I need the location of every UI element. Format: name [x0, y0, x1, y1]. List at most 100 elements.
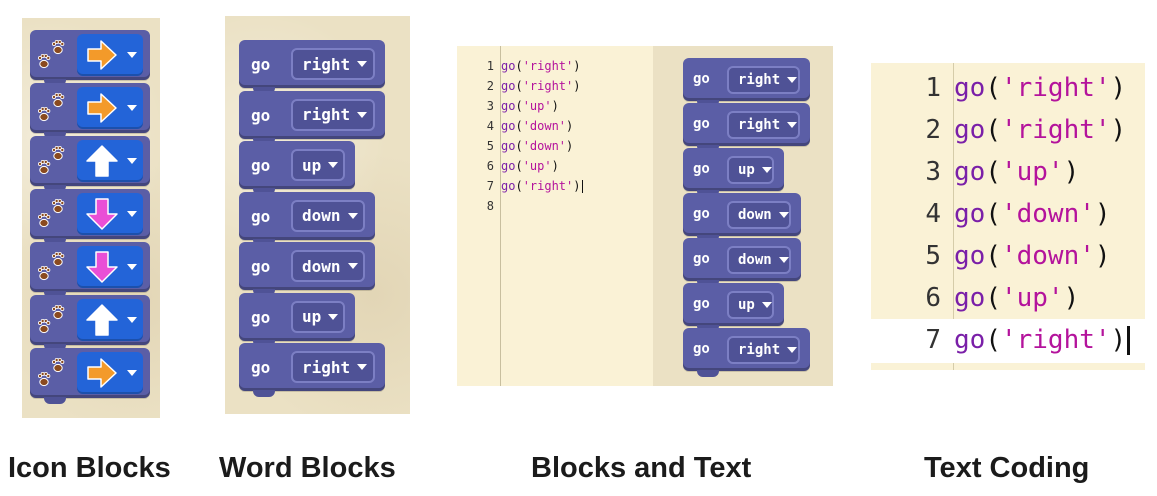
code-line[interactable]: go('down') [501, 119, 573, 133]
string-argument: 'down' [1000, 199, 1095, 229]
function-name: go [954, 325, 986, 355]
direction-dropdown[interactable]: down [291, 199, 365, 232]
caption-word-blocks: Word Blocks [219, 452, 396, 484]
open-paren: ( [515, 159, 523, 173]
code-line[interactable]: go('right') [501, 59, 581, 73]
direction-dropdown[interactable]: right [291, 98, 375, 131]
direction-dropdown[interactable] [77, 299, 143, 341]
dropdown-caret-icon [761, 301, 772, 308]
direction-dropdown[interactable]: right [727, 335, 800, 364]
function-name: go [501, 59, 516, 73]
code-line[interactable]: go('up') [954, 157, 1079, 187]
code-line[interactable]: go('right') [954, 325, 1131, 356]
block-connector [253, 390, 275, 397]
direction-dropdown[interactable] [77, 352, 143, 394]
close-paren: ) [1063, 283, 1080, 313]
direction-dropdown[interactable] [77, 193, 143, 235]
code-line[interactable]: go('right') [954, 115, 1126, 145]
code-line[interactable]: go('right') [501, 79, 581, 93]
code-line[interactable]: go('right') [954, 73, 1126, 103]
arrow-right-icon [87, 93, 117, 123]
direction-dropdown[interactable] [77, 140, 143, 182]
go-keyword: go [251, 307, 271, 327]
direction-label: right [738, 116, 781, 133]
direction-dropdown[interactable]: up [727, 290, 774, 319]
go-keyword: go [693, 115, 710, 132]
open-paren: ( [515, 179, 523, 193]
line-number: 7 [925, 325, 941, 355]
code-line[interactable]: go('down') [501, 139, 573, 153]
go-block[interactable]: go right [239, 90, 385, 145]
open-paren: ( [985, 283, 1001, 313]
go-block[interactable]: go right [683, 103, 810, 152]
direction-dropdown[interactable]: right [291, 351, 375, 383]
direction-dropdown[interactable] [77, 246, 143, 288]
string-argument: 'down' [1000, 241, 1095, 271]
direction-dropdown[interactable]: down [727, 200, 791, 229]
code-line[interactable]: go('up') [954, 283, 1079, 313]
icon-block[interactable] [30, 136, 150, 192]
dropdown-caret-icon [357, 61, 368, 67]
icon-block[interactable] [30, 242, 150, 298]
code-line[interactable]: go('up') [501, 159, 559, 173]
code-line[interactable]: go('down') [954, 241, 1111, 271]
close-paren: ) [1110, 115, 1127, 145]
icon-block[interactable] [30, 189, 150, 245]
go-keyword: go [693, 340, 710, 357]
close-paren: ) [1110, 73, 1127, 103]
code-line[interactable]: go('down') [954, 199, 1111, 229]
function-name: go [501, 139, 516, 153]
direction-dropdown[interactable]: up [291, 300, 345, 333]
direction-dropdown[interactable]: up [291, 149, 345, 181]
code-line[interactable]: go('right') [501, 179, 583, 194]
direction-dropdown[interactable]: right [727, 110, 800, 139]
direction-dropdown[interactable] [77, 87, 143, 129]
function-name: go [501, 159, 516, 173]
line-number: 7 [486, 179, 494, 193]
direction-dropdown[interactable]: down [291, 250, 365, 282]
line-number: 3 [486, 99, 494, 113]
dropdown-caret-icon [778, 256, 789, 263]
block-connector [44, 79, 66, 86]
dropdown-caret-icon [787, 76, 798, 83]
line-number: 2 [925, 115, 941, 145]
line-number: 6 [925, 283, 941, 313]
icon-block[interactable] [30, 295, 150, 351]
direction-dropdown[interactable]: down [727, 245, 791, 274]
dropdown-caret-icon [357, 111, 368, 118]
open-paren: ( [985, 157, 1001, 187]
direction-label: right [302, 105, 351, 124]
open-paren: ( [515, 59, 523, 73]
direction-dropdown[interactable]: right [727, 65, 800, 94]
line-number: 4 [486, 119, 494, 133]
code-gutter-divider [953, 63, 954, 370]
icon-block[interactable] [30, 348, 150, 404]
go-keyword: go [251, 105, 271, 125]
direction-dropdown[interactable]: right [291, 48, 375, 80]
code-line[interactable]: go('up') [501, 99, 559, 113]
arrow-right-icon [87, 358, 117, 388]
open-paren: ( [515, 139, 523, 153]
caption-blocks-and-text: Blocks and Text [531, 452, 752, 484]
icon-block[interactable] [30, 83, 150, 139]
direction-dropdown[interactable] [77, 34, 143, 76]
direction-dropdown[interactable]: up [727, 155, 774, 184]
icon-block[interactable] [30, 30, 150, 86]
text-cursor [1127, 325, 1131, 356]
